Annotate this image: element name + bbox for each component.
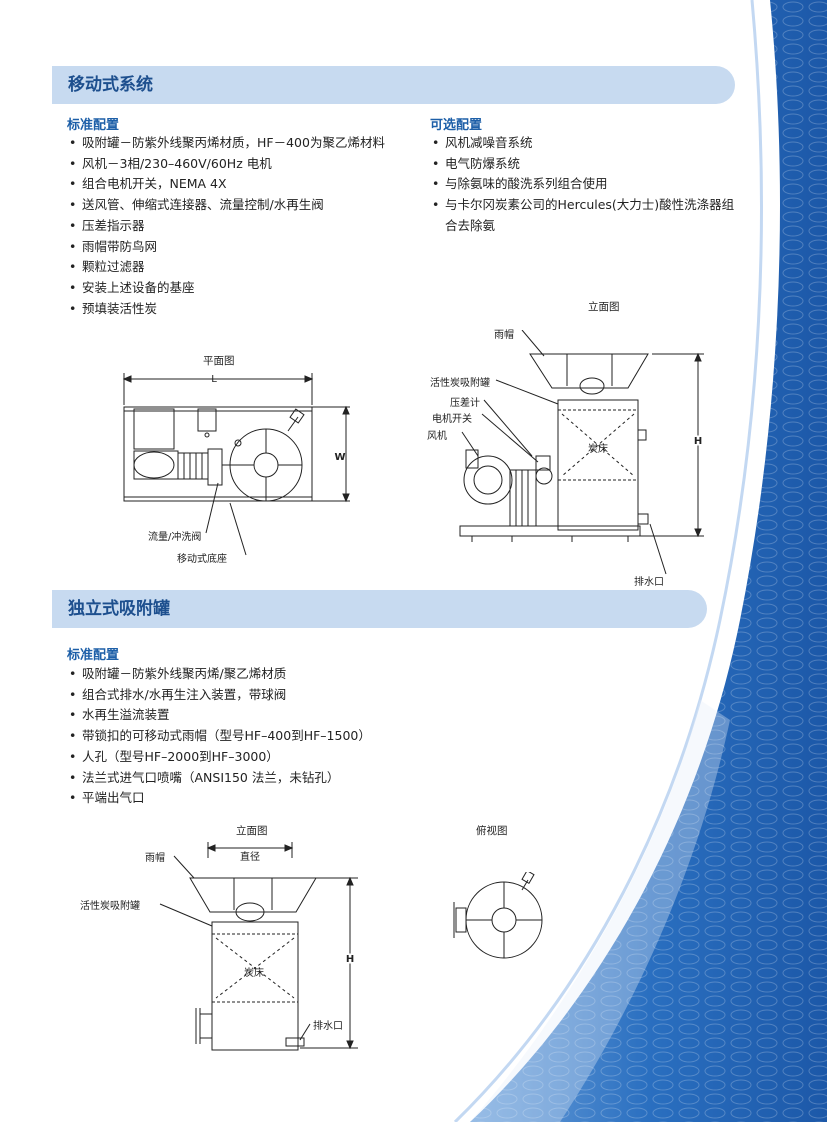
- list-item: 带锁扣的可移动式雨帽（型号HF–400到HF–1500）: [67, 726, 487, 747]
- elevation-callout-fan: 风机: [427, 431, 447, 442]
- standalone-dim-h: H: [346, 954, 354, 965]
- standalone-bed-label: 炭床: [244, 966, 264, 979]
- standalone-callout-rain-cap: 雨帽: [145, 853, 165, 864]
- list-item: 法兰式进气口喷嘴（ANSI150 法兰，未钻孔）: [67, 768, 487, 789]
- section-title: 移动式系统: [68, 75, 153, 95]
- list-item: 颗粒过滤器: [67, 257, 397, 278]
- elevation-callout-drain: 排水口: [634, 577, 664, 588]
- optional-config-heading: 可选配置: [430, 118, 483, 133]
- plan-dim-l: L: [211, 374, 217, 385]
- elevation-dim-h: H: [694, 436, 702, 447]
- section-header-standalone-adsorber: 独立式吸附罐: [52, 590, 707, 628]
- standalone-dim-diameter: 直径: [240, 850, 260, 863]
- standard-config-heading: 标准配置: [67, 118, 120, 133]
- list-item: 吸附罐－防紫外线聚丙烯材质，HF－400为聚乙烯材料: [67, 133, 397, 154]
- elevation-view-title: 立面图: [588, 301, 620, 313]
- top-view-title: 俯视图: [476, 825, 508, 837]
- list-item: 人孔（型号HF–2000到HF–3000）: [67, 747, 487, 768]
- standalone-elevation-drawing: 直径 炭床 H: [159, 842, 358, 1051]
- elevation-view-title: 立面图: [236, 825, 268, 837]
- optional-config-list: 风机减噪音系统 电气防爆系统 与除氨味的酸洗系列组合使用 与卡尔冈炭素公司的He…: [430, 133, 740, 237]
- plan-view-title: 平面图: [203, 355, 235, 367]
- list-item: 水再生溢流装置: [67, 705, 487, 726]
- elevation-view-drawing: 炭床 H: [459, 330, 704, 575]
- list-item: 送风管、伸缩式连接器、流量控制/水再生阀: [67, 195, 397, 216]
- standard-config-heading: 标准配置: [67, 648, 120, 663]
- top-view-drawing: [453, 872, 543, 959]
- list-item: 安装上述设备的基座: [67, 278, 397, 299]
- plan-callout-mobile-base: 移动式底座: [177, 554, 227, 565]
- section-title: 独立式吸附罐: [68, 599, 170, 619]
- list-item: 平端出气口: [67, 788, 487, 809]
- list-item: 预填装活性炭: [67, 299, 397, 320]
- standalone-callout-drain: 排水口: [313, 1021, 343, 1032]
- plan-dim-w: W: [334, 452, 345, 463]
- elevation-callout-motor-switch: 电机开关: [432, 414, 472, 425]
- list-item: 风机－3相/230–460V/60Hz 电机: [67, 154, 397, 175]
- plan-view-drawing: L W: [122, 373, 350, 556]
- section-header-mobile-system: 移动式系统: [52, 66, 735, 104]
- elevation-callout-adsorber: 活性炭吸附罐: [430, 378, 490, 389]
- list-item: 风机减噪音系统: [430, 133, 740, 154]
- list-item: 压差指示器: [67, 216, 397, 237]
- list-item: 组合式排水/水再生注入装置，带球阀: [67, 685, 487, 706]
- list-item: 与除氨味的酸洗系列组合使用: [430, 174, 740, 195]
- elevation-callout-rain-cap: 雨帽: [494, 330, 514, 341]
- standard-config-list: 吸附罐－防紫外线聚丙烯材质，HF－400为聚乙烯材料 风机－3相/230–460…: [67, 133, 397, 319]
- standalone-callout-adsorber: 活性炭吸附罐: [80, 901, 140, 912]
- list-item: 吸附罐－防紫外线聚丙烯/聚乙烯材质: [67, 664, 487, 685]
- plan-callout-flow-valve: 流量/冲洗阀: [148, 532, 202, 543]
- list-item: 电气防爆系统: [430, 154, 740, 175]
- elevation-callout-dp-gauge: 压差计: [450, 398, 480, 409]
- list-item: 雨帽带防鸟网: [67, 237, 397, 258]
- list-item: 与卡尔冈炭素公司的Hercules(大力士)酸性洗涤器组合去除氨: [430, 195, 740, 236]
- elevation-bed-label: 炭床: [588, 442, 608, 455]
- standard-config-list: 吸附罐－防紫外线聚丙烯/聚乙烯材质 组合式排水/水再生注入装置，带球阀 水再生溢…: [67, 664, 487, 809]
- list-item: 组合电机开关，NEMA 4X: [67, 174, 397, 195]
